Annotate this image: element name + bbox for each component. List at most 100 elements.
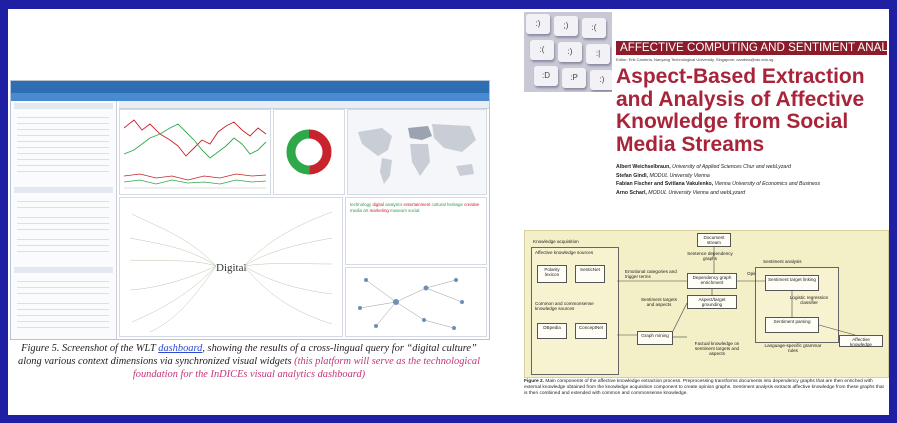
affective-knowledge-box: Affective knowledge: [839, 335, 883, 347]
factual-knowledge-label: Factual knowledge on sentiment targets a…: [694, 341, 740, 356]
sidebar-row: [17, 213, 109, 218]
dashboard-header: [11, 81, 489, 93]
sidebar-row: [17, 317, 109, 322]
sentence-graphs-label: Sentence dependency graphs: [687, 251, 733, 261]
sentiment-pie: [286, 129, 332, 175]
figure-2-caption: Figure 2. Main components of the affecti…: [524, 379, 887, 398]
process-diagram: Knowledge acquisition Affective knowledg…: [524, 230, 889, 378]
dashboard-screenshot: Digital technology digital analytics ent…: [10, 80, 490, 340]
sidebar-row: [17, 277, 109, 282]
sidebar-row: [17, 283, 109, 288]
sidebar-row: [17, 113, 109, 118]
dashboard-sidebar: [11, 101, 117, 339]
sidebar-row: [17, 219, 109, 224]
keyboard-key: :D: [534, 66, 558, 86]
emotional-categories-label: Emotional categories and trigger terms: [625, 269, 677, 279]
sidebar-row: [17, 289, 109, 294]
logistic-regression-label: Logistic regression classifier: [789, 295, 829, 305]
keyboard-key: :P: [562, 68, 586, 88]
sidebar-row: [17, 247, 109, 252]
sidebar-header: [14, 267, 113, 273]
negative-lower-line: [123, 173, 267, 181]
sidebar-row: [17, 149, 109, 154]
sidebar-row: [17, 241, 109, 246]
keyboard-key: :(: [530, 40, 554, 60]
dashboard-link[interactable]: dashboard: [158, 343, 203, 354]
affective-sources-label: Affective knowledge sources: [535, 250, 594, 255]
sidebar-row: [17, 131, 109, 136]
keyword-graph-widget: Digital: [119, 197, 343, 337]
sidebar-row: [17, 167, 109, 172]
map-asia: [432, 124, 476, 152]
knowledge-acquisition-label: Knowledge acquisition: [533, 239, 579, 244]
keyboard-key: :): [526, 14, 550, 34]
map-europe: [408, 126, 432, 140]
sidebar-row: [17, 143, 109, 148]
right-article: :) ;) :( :( :) :| :D :P :) AFFECTIVE COM…: [524, 12, 889, 412]
map-australia: [456, 164, 474, 176]
dashboard-subheader: [11, 93, 489, 101]
sidebar-row: [17, 125, 109, 130]
figure-2-label: Figure 2.: [524, 379, 544, 384]
grammar-rules-label: Language-specific grammar rules: [764, 343, 822, 353]
positive-series-line: [123, 123, 267, 159]
map-africa: [410, 144, 430, 176]
sidebar-row: [17, 323, 109, 328]
center-keyword: Digital: [216, 262, 247, 274]
dashboard-tabs: [119, 101, 489, 109]
sentiment-analysis-label: Sentiment analysis: [763, 259, 802, 264]
aspect-grounding-box: Aspect/target grounding: [687, 295, 737, 309]
caption-note: (this platform will serve as the technol…: [132, 356, 480, 380]
sidebar-row: [17, 311, 109, 316]
caption-lead: Figure 5. Screenshot of the WLT: [21, 343, 159, 354]
left-figure: Digital technology digital analytics ent…: [10, 80, 490, 381]
sidebar-row: [17, 137, 109, 142]
sidebar-row: [17, 299, 109, 304]
positive-lower-line: [123, 179, 267, 185]
dependency-graph-box: Dependency graph enrichment: [687, 273, 737, 289]
caption-body: , showing the results of a cross-lingual…: [18, 343, 477, 367]
negative-series-line: [123, 119, 267, 157]
figure-2-text: Main components of the affective knowled…: [524, 379, 884, 397]
word-cloud-widget: technology digital analytics entertainme…: [345, 197, 487, 265]
sidebar-row: [17, 305, 109, 310]
pie-slice-positive: [286, 129, 332, 175]
sidebar-row: [17, 161, 109, 166]
sidebar-row: [17, 155, 109, 160]
keyboard-key: :): [590, 70, 612, 90]
trend-chart: [123, 119, 267, 189]
sidebar-row: [17, 203, 109, 208]
sentiment-pie-widget: [273, 109, 345, 195]
sidebar-row: [17, 225, 109, 230]
author-list: Albert Weichselbraun, University of Appl…: [616, 163, 887, 197]
author-entry: Fabian Fischer and Svitlana Vakulenko, V…: [616, 181, 821, 188]
world-map-widget: [347, 109, 487, 195]
sentiment-parsing-box: Sentiment parsing: [765, 317, 819, 333]
dbpedia-box: DBpedia: [537, 323, 567, 339]
word-cloud-text: technology digital analytics entertainme…: [350, 202, 480, 213]
keyboard-key: :): [558, 42, 582, 62]
keyboard-key: :|: [586, 44, 610, 64]
editor-line: Editor: Erik Cambria, Nanyang Technologi…: [616, 57, 774, 62]
map-south-america: [380, 158, 392, 184]
figure-5-caption: Figure 5. Screenshot of the WLT dashboar…: [10, 342, 488, 381]
sidebar-row: [17, 197, 109, 202]
author-entry: Albert Weichselbraun, University of Appl…: [616, 164, 791, 170]
sidebar-row: [17, 119, 109, 124]
keyboard-key: ;): [554, 16, 578, 36]
section-banner: AFFECTIVE COMPUTING AND SENTIMENT ANALYS…: [616, 41, 887, 55]
world-map: [358, 124, 476, 184]
network-widget: [345, 267, 487, 337]
article-title: Aspect-Based Extraction and Analysis of …: [616, 65, 865, 156]
document-stream-box: Document stream: [697, 233, 731, 247]
common-sources-label: Common and commonsense knowledge sources: [535, 301, 594, 311]
author-entry: Arno Scharl, MODUL University Vienna and…: [616, 189, 746, 196]
keyboard-key: :(: [582, 18, 606, 38]
trend-chart-widget: [119, 109, 271, 195]
sidebar-row: [17, 235, 109, 240]
senticnet-box: SenticNet: [575, 265, 605, 283]
target-linking-box: Sentiment target linking: [765, 275, 819, 291]
keyboard-photo: :) ;) :( :( :) :| :D :P :): [524, 12, 612, 92]
polarity-lexicon-box: Polarity lexicon: [537, 265, 567, 283]
keyword-graph: [129, 211, 333, 333]
